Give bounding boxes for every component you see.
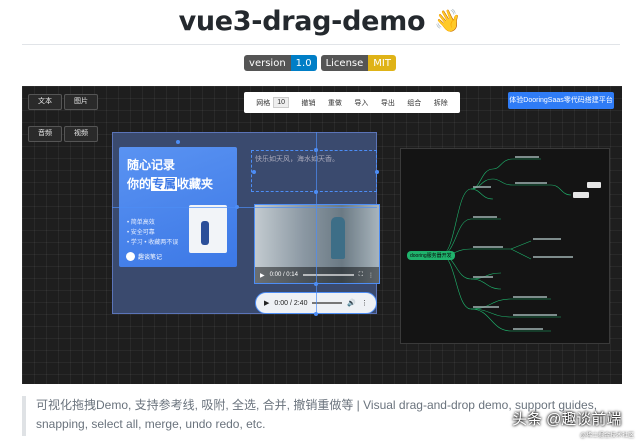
audio-time: 0:00 / 2:40 xyxy=(274,299,308,307)
badge-row: version 1.0 License MIT xyxy=(0,55,640,71)
readme-description: 可视化拖拽Demo, 支持参考线, 吸附, 全选, 合并, 撤销重做等 | Vi… xyxy=(22,396,622,436)
import-button[interactable]: 导入 xyxy=(354,99,369,107)
license-badge[interactable]: License MIT xyxy=(320,55,396,71)
editor-toolbar: 网格 10 撤销 重做 导入 导出 组合 拆除 xyxy=(244,92,460,113)
palette-text-button[interactable]: 文本 xyxy=(28,94,62,110)
video-progress[interactable] xyxy=(302,274,354,276)
card-line2: 你的专属收藏夹 xyxy=(127,175,213,192)
card-bullet: • 安全可靠 xyxy=(127,230,155,236)
redo-button[interactable]: 重做 xyxy=(327,99,342,107)
watermark: 头条 @趣谈前端 xyxy=(512,411,622,428)
resize-handle[interactable] xyxy=(314,282,318,286)
play-icon[interactable]: ▶ xyxy=(264,300,270,307)
export-button[interactable]: 导出 xyxy=(380,99,395,107)
card-bullet: • 学习 • 收藏两不误 xyxy=(127,240,179,246)
page-title: vue3-drag-demo 👋 xyxy=(0,6,640,37)
mindmap-center-node[interactable]: dooring服务器开发 xyxy=(407,251,455,260)
ungroup-button[interactable]: 拆除 xyxy=(433,99,448,107)
play-icon[interactable]: ▶ xyxy=(260,272,265,279)
video-time: 0:00 / 0:14 xyxy=(269,272,298,278)
mindmap-component[interactable]: dooring服务器开发 xyxy=(400,148,610,344)
fullscreen-icon[interactable]: ⛶ xyxy=(358,271,363,278)
palette-video-button[interactable]: 视频 xyxy=(64,126,98,142)
card-line1: 随心记录 xyxy=(127,158,176,172)
undo-button[interactable]: 撤销 xyxy=(301,99,316,107)
volume-icon[interactable]: 🔊 xyxy=(347,300,356,307)
video-controls: ▶ 0:00 / 0:14 ⛶ ⋮ xyxy=(255,267,379,283)
audio-progress[interactable] xyxy=(312,302,343,304)
resize-handle[interactable] xyxy=(235,205,239,209)
text-component[interactable]: 快乐如天风，海水如天香。 xyxy=(251,150,377,192)
card-brand: 趣谈笔记 xyxy=(138,255,163,261)
page-title-text: vue3-drag-demo xyxy=(178,6,426,37)
editor-screenshot: 文本 图片 音频 视频 网格 10 撤销 重做 导入 导出 组合 拆除 体验Do… xyxy=(22,86,622,384)
watermark-sub: @稀土掘金技术社区 xyxy=(580,433,635,439)
license-badge-value: MIT xyxy=(368,55,396,71)
more-icon[interactable]: ⋮ xyxy=(361,300,368,307)
version-badge-key: version xyxy=(244,55,291,71)
more-icon[interactable]: ⋮ xyxy=(368,272,374,279)
grid-label: 网格 xyxy=(256,99,271,107)
group-button[interactable]: 组合 xyxy=(407,99,422,107)
video-component[interactable]: ▶ 0:00 / 0:14 ⛶ ⋮ xyxy=(254,204,380,284)
version-badge-value: 1.0 xyxy=(290,55,317,71)
card-line2-a: 你的 xyxy=(127,177,152,191)
resize-handle[interactable] xyxy=(314,148,318,152)
resize-handle[interactable] xyxy=(176,140,180,144)
card-bullet: • 简单高效 xyxy=(127,220,155,226)
try-dooring-button[interactable]: 体验DooringSaas零代码搭建平台 xyxy=(508,92,614,109)
reference-guide xyxy=(316,132,317,314)
reference-guide xyxy=(112,207,377,208)
image-component[interactable]: 随心记录 你的专属收藏夹 • 简单高效 • 安全可靠 • 学习 • 收藏两不误 … xyxy=(119,147,237,267)
resize-handle[interactable] xyxy=(314,312,318,316)
card-line2-highlight: 专属 xyxy=(151,177,178,191)
palette-image-button[interactable]: 图片 xyxy=(64,94,98,110)
person-illustration-icon xyxy=(201,221,209,245)
grid-size-input[interactable]: 10 xyxy=(273,97,290,108)
brand-logo-icon xyxy=(126,252,135,261)
license-badge-key: License xyxy=(320,55,369,71)
palette-audio-button[interactable]: 音频 xyxy=(28,126,62,142)
grid-control[interactable]: 网格 10 xyxy=(256,97,290,108)
text-component-content: 快乐如天风，海水如天香。 xyxy=(255,156,339,163)
resize-handle[interactable] xyxy=(252,170,256,174)
video-frame xyxy=(255,205,379,283)
waving-hand-icon: 👋 xyxy=(434,9,462,34)
video-person xyxy=(331,217,345,259)
resize-handle[interactable] xyxy=(375,170,379,174)
mindmap-graph xyxy=(440,156,601,332)
title-divider xyxy=(22,44,620,45)
version-badge[interactable]: version 1.0 xyxy=(244,55,317,71)
card-line2-c: 收藏夹 xyxy=(177,177,214,191)
resize-handle[interactable] xyxy=(314,190,318,194)
